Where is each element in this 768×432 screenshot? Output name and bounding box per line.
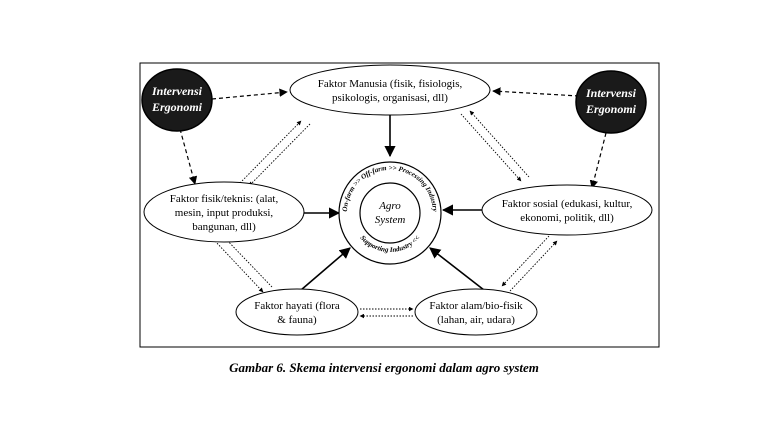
factor-hayati-label: Faktor hayati (flora [254, 300, 340, 312]
intervention-right-label: Intervensi [585, 86, 637, 100]
arrow-hayati-to-center [300, 247, 351, 291]
factor-alam-label: Faktor alam/bio-fisik [429, 300, 523, 312]
agro-system-inner-circle [359, 182, 421, 244]
factor-sosial-label-2: ekonomi, politik, dll) [520, 212, 614, 224]
intervention-left-label-2: Ergonomi [151, 100, 203, 114]
agro-system-title-2: System [375, 214, 406, 226]
factor-alam-node [414, 288, 538, 336]
intervention-left-label: Intervensi [151, 84, 203, 98]
arrow-intervention-left-to-fisik [179, 128, 198, 185]
link-sosial-alam [501, 235, 558, 292]
factor-hayati-node [235, 288, 359, 336]
factor-manusia-node [289, 64, 491, 116]
factor-alam-label-2: (lahan, air, udara) [437, 314, 515, 326]
factor-manusia-label-2: psikologis, organisasi, dll) [332, 92, 448, 104]
factor-manusia-label: Faktor Manusia (fisik, fisiologis, [318, 78, 463, 90]
factor-sosial-node [481, 184, 653, 236]
intervention-right-label-2: Ergonomi [585, 102, 637, 116]
link-fisik-manusia [239, 120, 311, 187]
figure-caption: Gambar 6. Skema intervensi ergonomi dala… [229, 360, 539, 375]
link-fisik-hayati [214, 235, 273, 293]
arrow-intervention-left-to-manusia [211, 88, 288, 100]
arrow-intervention-right-to-sosial [589, 132, 607, 189]
factor-fisik-label-2: mesin, input produksi, [175, 207, 274, 219]
arrow-intervention-right-to-manusia [492, 87, 580, 97]
factor-fisik-node [143, 181, 305, 243]
factor-fisik-label: Faktor fisik/teknis: (alat, [170, 193, 279, 205]
factor-fisik-label-3: bangunan, dll) [192, 221, 256, 233]
factor-sosial-label: Faktor sosial (edukasi, kultur, [502, 198, 633, 210]
intervention-left-node [141, 68, 213, 132]
intervention-right-node [575, 70, 647, 134]
agro-system-title: Agro [378, 200, 401, 212]
factor-hayati-label-2: & fauna) [277, 314, 317, 326]
arrow-alam-to-center [429, 247, 485, 291]
